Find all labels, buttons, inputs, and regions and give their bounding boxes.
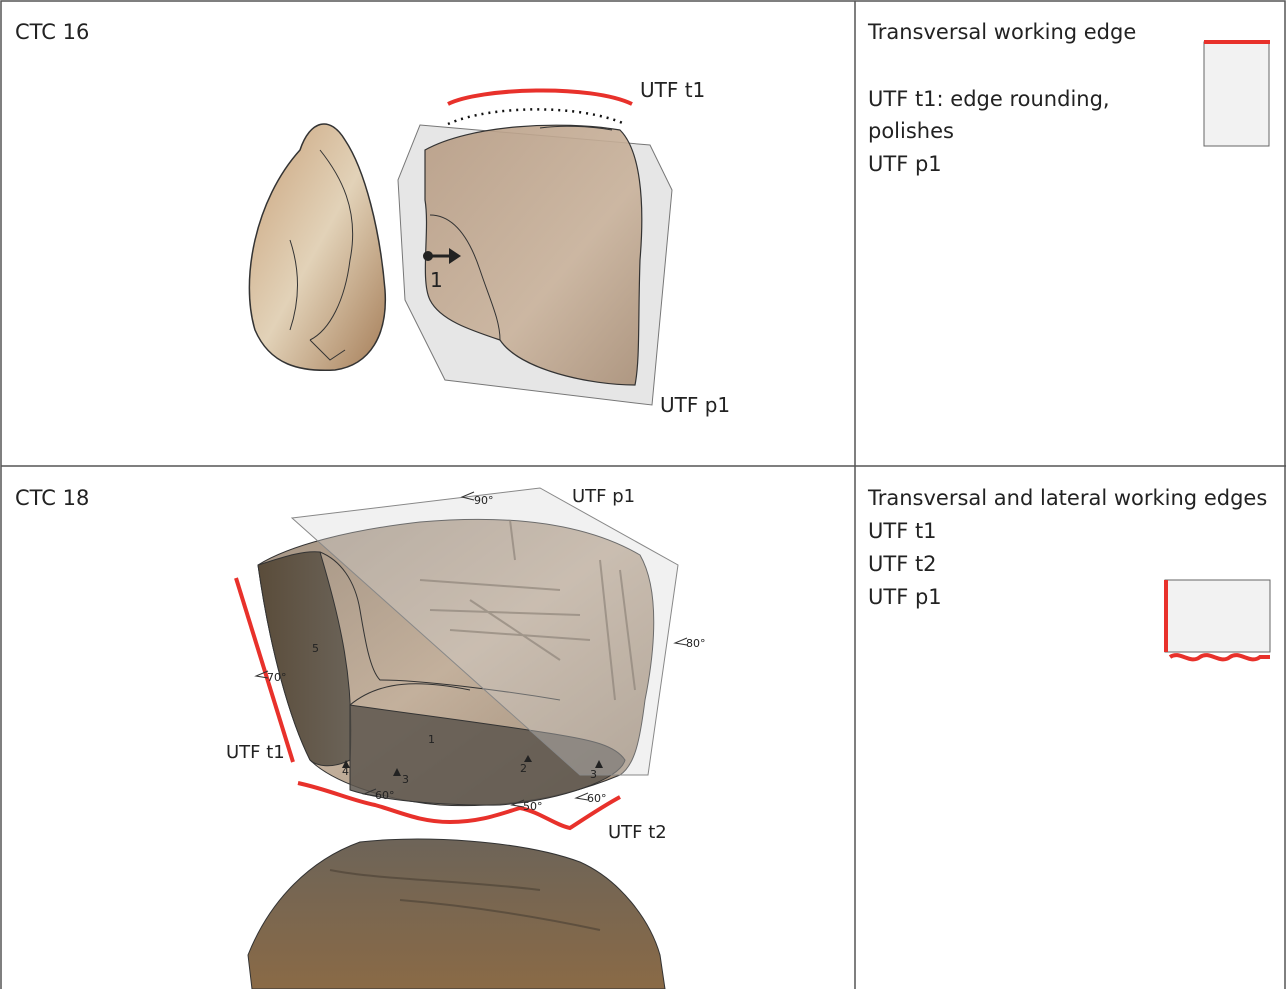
ctc18-schematic — [0, 0, 1287, 989]
